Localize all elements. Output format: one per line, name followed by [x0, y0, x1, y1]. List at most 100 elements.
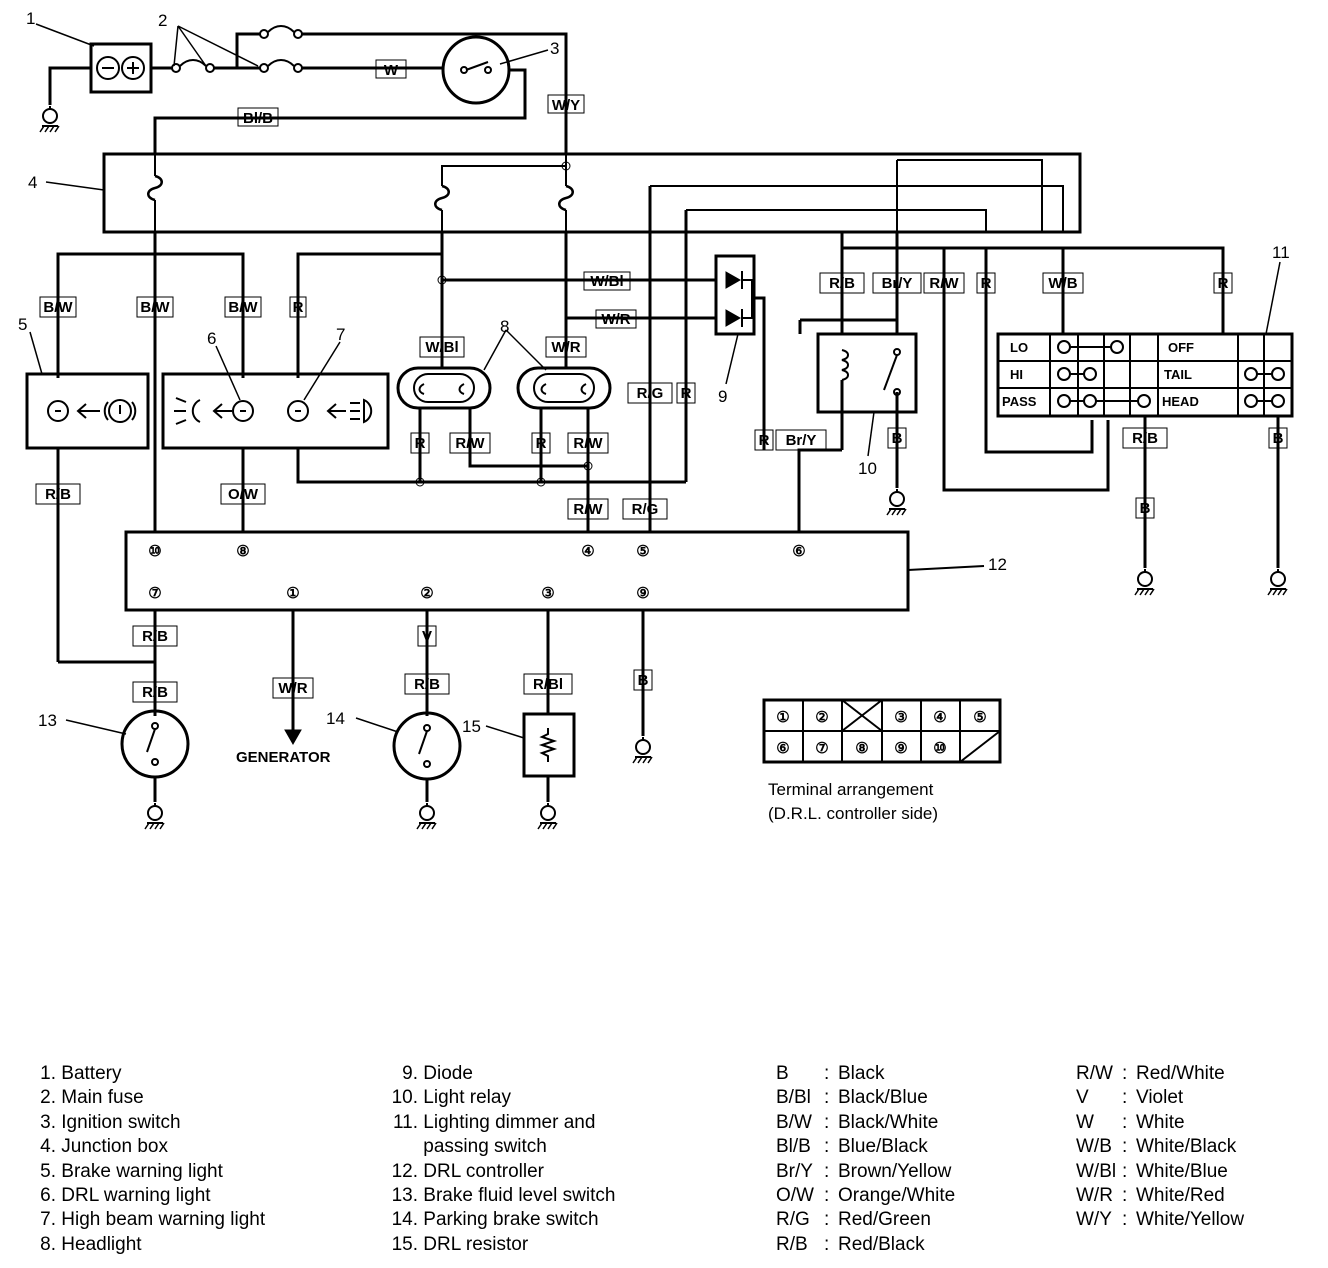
wire-label: R [415, 435, 426, 452]
wire-label: R/B [142, 684, 168, 701]
parts-legend-item: 10. Light relay [391, 1087, 511, 1109]
drl-pin-2: ② [420, 585, 433, 602]
wire-label: R/B [142, 628, 168, 645]
terminal-9: ⑨ [894, 740, 907, 757]
color-legend-item: W/R:White/Red [1076, 1185, 1225, 1207]
drl-pin-4: ④ [581, 543, 594, 560]
light-relay [797, 232, 1225, 532]
headlight-1 [396, 366, 492, 410]
switch-wiring [942, 248, 1288, 596]
callout-6: 6 [207, 329, 216, 348]
parts-legend-item: 6. DRL warning light [40, 1185, 211, 1207]
parts-legend-item: 2. Main fuse [40, 1087, 144, 1109]
terminal-arrangement: ① ② ③ ④ ⑤ ⑥ ⑦ ⑧ ⑨ ⑩ [762, 698, 1002, 764]
brake-warning-light [25, 372, 150, 450]
wire-label: R/B [1132, 430, 1158, 447]
switch-label-pass: PASS [1002, 394, 1037, 409]
color-legend-item: B:Black [776, 1063, 885, 1084]
drl-warning-light [174, 397, 254, 425]
wire-label: B [1273, 430, 1284, 447]
wire-label: W [384, 62, 399, 79]
color-legend-item: R/B:Red/Black [776, 1233, 925, 1255]
color-legend-item: W/B:White/Black [1076, 1136, 1237, 1158]
terminal-10: ⑩ [933, 740, 946, 757]
wire-label: W/Bl [425, 339, 458, 356]
wire-label: R/W [573, 501, 603, 518]
wire-label: R [1218, 275, 1229, 292]
wire-label: O/W [228, 486, 259, 503]
wire-label: R [293, 299, 304, 316]
wiring [56, 159, 1064, 664]
wire-label: V [422, 628, 432, 645]
callout-2: 2 [158, 11, 167, 30]
wire-label: Br/Y [882, 275, 913, 292]
color-legend-item: W/Y:White/Yellow [1076, 1209, 1245, 1231]
color-legend-item: R/W:Red/White [1076, 1063, 1225, 1084]
color-legend-col-2: R/W:Red/White V:Violet W:White W/B:White… [1076, 1062, 1244, 1233]
wire-label: W/Bl [590, 273, 623, 290]
wire-label: R/B [45, 486, 71, 503]
callout-13: 13 [38, 711, 57, 730]
parts-legend-item: 4. Junction box [40, 1136, 168, 1158]
terminal-1: ① [776, 709, 789, 726]
callout-5: 5 [18, 315, 27, 334]
terminal-caption: Terminal arrangement (D.R.L. controller … [768, 778, 938, 826]
callout-leaders [29, 23, 1281, 739]
parts-legend-col-2: 9. Diode 10. Light relay 11. Lighting di… [380, 1062, 616, 1257]
wire-label: Br/Y [786, 432, 817, 449]
callout-11: 11 [1272, 243, 1290, 262]
wire-label: W/R [551, 339, 580, 356]
wire-label: W/R [278, 680, 307, 697]
ignition-switch [153, 35, 527, 154]
color-legend-item: B/Bl:Black/Blue [776, 1087, 928, 1109]
callout-3: 3 [550, 39, 559, 58]
wire-label: B [1140, 500, 1151, 517]
wire-label: R/B [829, 275, 855, 292]
wire-label: B [638, 672, 649, 689]
headlight-2 [516, 366, 612, 410]
drl-controller [124, 530, 985, 764]
drl-pin-3: ③ [541, 585, 554, 602]
wire-label: R/W [573, 435, 603, 452]
wire-labels: W Bl/B W/Y B/W B/W B/W R W/Bl W/R W/Bl W… [35, 59, 1288, 766]
wire-label: R/G [637, 385, 664, 402]
color-legend-item: Br/Y:Brown/Yellow [776, 1160, 952, 1182]
terminal-5: ⑤ [973, 709, 986, 726]
callout-15: 15 [462, 717, 481, 736]
drl-pin-10: ⑩ [148, 543, 161, 560]
wire-label: R [981, 275, 992, 292]
switch-label-head: HEAD [1162, 394, 1199, 409]
drl-pin-5: ⑤ [636, 543, 649, 560]
drl-resistor [522, 712, 576, 830]
parking-brake-switch [392, 711, 462, 830]
parts-legend-item: 1. Battery [40, 1063, 122, 1084]
callout-12: 12 [988, 555, 1007, 574]
high-beam-warning-light [287, 398, 373, 424]
wire-label: R/W [929, 275, 959, 292]
parts-legend-item: 3. Ignition switch [40, 1111, 181, 1133]
generator-label: GENERATOR [236, 749, 331, 766]
wire-label: R/Bl [533, 676, 563, 693]
switch-label-tail: TAIL [1164, 367, 1192, 382]
color-legend-item: W/Bl:White/Blue [1076, 1160, 1228, 1182]
parts-legend-col-1: 1. Battery 2. Main fuse 3. Ignition swit… [30, 1062, 265, 1257]
battery [39, 42, 153, 133]
color-legend-item: V:Violet [1076, 1087, 1184, 1109]
terminal-4: ④ [933, 709, 946, 726]
switch-label-hi: HI [1010, 367, 1023, 382]
wire-label: B/W [140, 299, 170, 316]
parts-legend-item: 14. Parking brake switch [391, 1209, 599, 1231]
parts-legend-item: 13. Brake fluid level switch [391, 1185, 616, 1207]
parts-legend-item: 12. DRL controller [391, 1160, 545, 1182]
wiring-diagram: LO HI PASS OFF TAIL HEAD [18, 9, 1294, 830]
terminal-caption-line2: (D.R.L. controller side) [768, 804, 939, 823]
wire-label: W/R [601, 311, 630, 328]
drl-pin-1: ① [286, 585, 299, 602]
callout-10: 10 [858, 459, 877, 478]
drl-pin-9: ⑨ [636, 585, 649, 602]
wire-label: B [892, 430, 903, 447]
wire-label: R/G [632, 501, 659, 518]
callout-1: 1 [26, 9, 35, 28]
junction-box [102, 152, 1082, 234]
parts-legend-item: 7. High beam warning light [40, 1209, 266, 1231]
